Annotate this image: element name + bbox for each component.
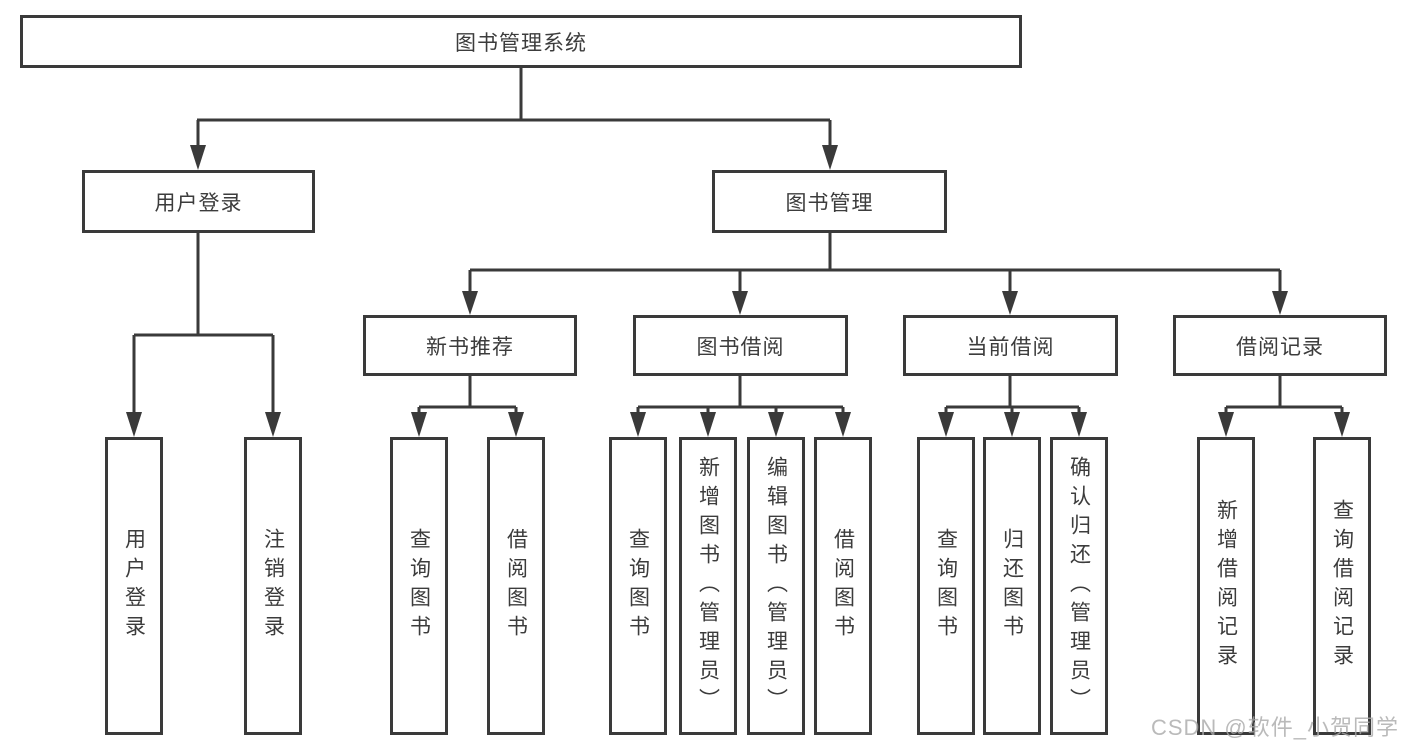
leaf-add-borrow-record-label: 新增借阅记录 bbox=[1214, 499, 1238, 673]
leaf-newbook-borrow-books: 借阅图书 bbox=[487, 437, 545, 735]
leaf-add-book-admin-label: 新增图书（管理员） bbox=[696, 455, 720, 717]
leaf-logout: 注销登录 bbox=[244, 437, 302, 735]
node-book-management: 图书管理 bbox=[712, 170, 947, 233]
leaf-newbook-query-books: 查询图书 bbox=[390, 437, 448, 735]
leaf-current-query-books: 查询图书 bbox=[917, 437, 975, 735]
leaf-edit-book-admin-label: 编辑图书（管理员） bbox=[764, 455, 788, 717]
leaf-confirm-return-admin-label: 确认归还（管理员） bbox=[1067, 455, 1091, 717]
leaf-newbook-query-books-label: 查询图书 bbox=[407, 528, 431, 644]
node-borrow-record-label: 借阅记录 bbox=[1236, 335, 1324, 359]
leaf-edit-book-admin: 编辑图书（管理员） bbox=[747, 437, 805, 735]
leaf-borrow-query-books-label: 查询图书 bbox=[626, 528, 650, 644]
leaf-current-query-books-label: 查询图书 bbox=[934, 528, 958, 644]
leaf-borrow-query-books: 查询图书 bbox=[609, 437, 667, 735]
leaf-logout-label: 注销登录 bbox=[261, 528, 285, 644]
node-current-borrow: 当前借阅 bbox=[903, 315, 1118, 376]
node-user-login: 用户登录 bbox=[82, 170, 315, 233]
leaf-borrow-books: 借阅图书 bbox=[814, 437, 872, 735]
node-root-system: 图书管理系统 bbox=[20, 15, 1022, 68]
node-user-login-label: 用户登录 bbox=[154, 191, 243, 215]
node-new-book-recommend: 新书推荐 bbox=[363, 315, 577, 376]
leaf-query-borrow-record: 查询借阅记录 bbox=[1313, 437, 1371, 735]
leaf-return-books: 归还图书 bbox=[983, 437, 1041, 735]
arrowheads bbox=[126, 145, 1350, 437]
node-root-label: 图书管理系统 bbox=[455, 31, 587, 55]
leaf-user-login-label: 用户登录 bbox=[122, 528, 146, 644]
node-current-borrow-label: 当前借阅 bbox=[966, 335, 1055, 359]
node-book-management-label: 图书管理 bbox=[785, 191, 874, 215]
leaf-add-borrow-record: 新增借阅记录 bbox=[1197, 437, 1255, 735]
leaf-user-login: 用户登录 bbox=[105, 437, 163, 735]
leaf-add-book-admin: 新增图书（管理员） bbox=[679, 437, 737, 735]
leaf-newbook-borrow-books-label: 借阅图书 bbox=[504, 528, 528, 644]
leaf-confirm-return-admin: 确认归还（管理员） bbox=[1050, 437, 1108, 735]
node-new-book-recommend-label: 新书推荐 bbox=[426, 335, 514, 359]
leaf-return-books-label: 归还图书 bbox=[1000, 528, 1024, 644]
leaf-borrow-books-label: 借阅图书 bbox=[831, 528, 855, 644]
node-book-borrow-label: 图书借阅 bbox=[696, 335, 785, 359]
node-borrow-record: 借阅记录 bbox=[1173, 315, 1387, 376]
leaf-query-borrow-record-label: 查询借阅记录 bbox=[1330, 499, 1354, 673]
node-book-borrow: 图书借阅 bbox=[633, 315, 848, 376]
